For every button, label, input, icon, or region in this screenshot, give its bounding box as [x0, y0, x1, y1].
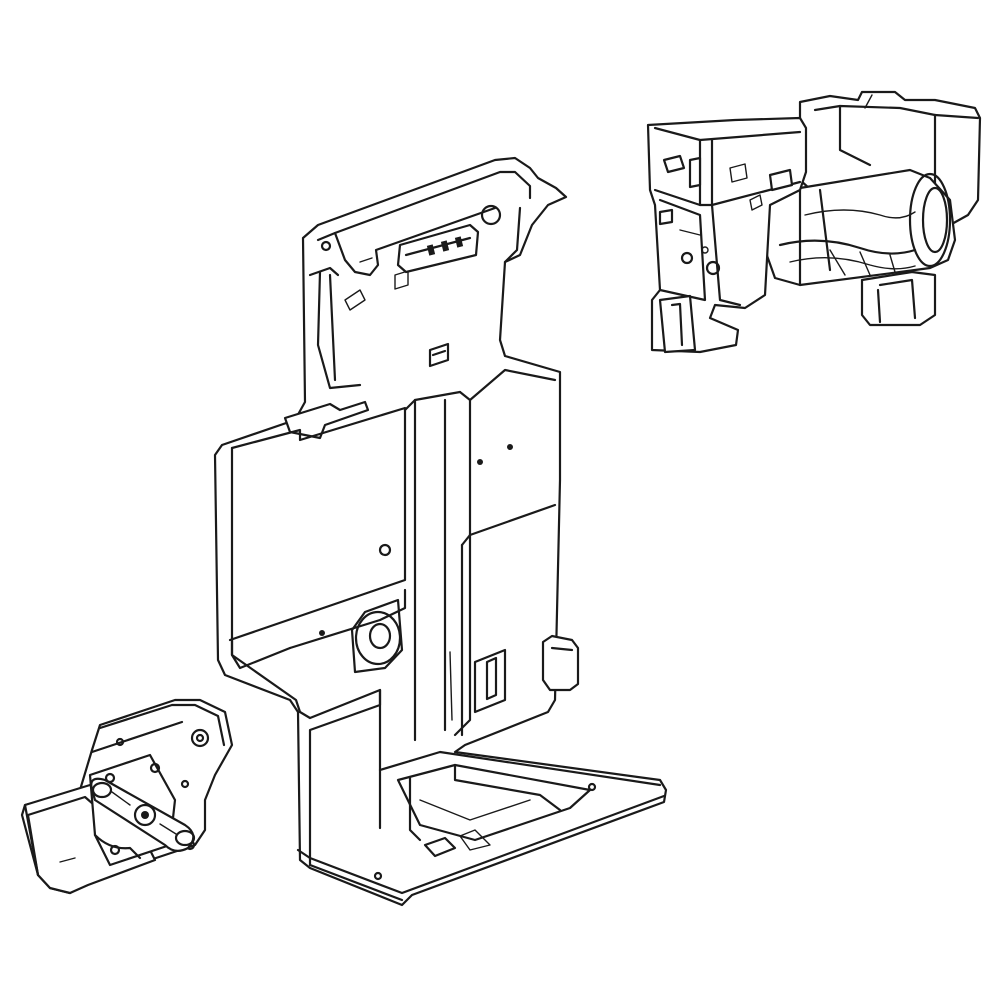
- motor-box: [646, 116, 808, 354]
- mount-hole: [480, 204, 502, 226]
- rocker-arm-icon: [90, 777, 196, 852]
- wire-connector-icon: [396, 223, 480, 274]
- side-latch: [541, 634, 580, 692]
- auger-motor-mount: [20, 698, 234, 895]
- ice-maker-assembly: [646, 90, 982, 354]
- mounting-bracket: [213, 156, 668, 907]
- bracket-outline: [213, 156, 668, 907]
- shaft-hole-icon: [350, 598, 404, 674]
